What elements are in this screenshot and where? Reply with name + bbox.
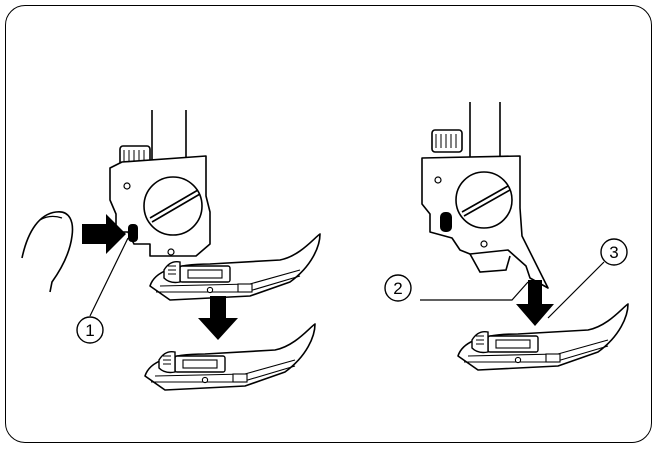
screw-knob (431, 129, 463, 153)
foot-release-button (128, 224, 138, 242)
push-arrow (82, 214, 126, 254)
callout-2-label: 2 (393, 279, 402, 298)
shank-groove (469, 253, 511, 273)
presser-bar (151, 110, 187, 160)
presser-bar (469, 102, 501, 160)
callout-3-circle (600, 238, 628, 266)
holder-screw (143, 176, 203, 236)
finger (21, 211, 74, 293)
callout-3-label: 3 (609, 243, 618, 262)
right-assembly: 2 3 (384, 102, 629, 371)
callout-1-circle (76, 316, 104, 344)
released-foot (144, 323, 316, 391)
drop-arrow (198, 296, 238, 340)
foot-release-button (440, 212, 452, 232)
callout-1-label: 1 (85, 321, 94, 340)
callout-2-circle (384, 274, 412, 302)
drop-arrow (516, 280, 554, 326)
left-assembly: 1 (21, 110, 321, 391)
